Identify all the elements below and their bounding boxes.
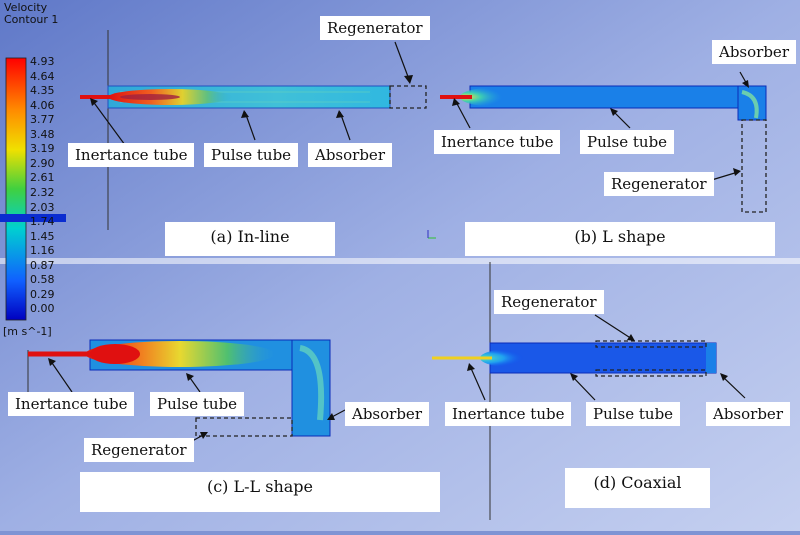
panel-d-geometry <box>432 314 746 401</box>
panel-d-absorber <box>706 343 716 373</box>
panel-c-geometry <box>28 339 346 446</box>
panel-c-label-pulse: Pulse tube <box>150 392 245 416</box>
legend-value: 1.45 <box>30 229 55 243</box>
panel-divider-horizontal <box>0 258 800 264</box>
panel-a-geometry <box>80 41 427 146</box>
panel-b-label-inertance: Inertance tube <box>434 130 561 154</box>
legend-value: 0.58 <box>30 273 55 287</box>
panel-d-label-inertance: Inertance tube <box>445 402 572 426</box>
panel-c-caption: (c) L-L shape <box>80 472 440 512</box>
legend-value: 2.03 <box>30 200 55 214</box>
legend-unit: [m s^-1] <box>3 325 52 338</box>
panel-a-label-inertance: Inertance tube <box>68 143 195 167</box>
panel-a-label-pulse: Pulse tube <box>204 143 299 167</box>
panel-a-regenerator-box <box>389 85 427 109</box>
legend-value: 4.35 <box>30 84 55 98</box>
legend-value: 2.32 <box>30 185 55 199</box>
panel-d-label-pulse: Pulse tube <box>586 402 681 426</box>
legend-value: 0.87 <box>30 258 55 272</box>
legend-title: Velocity Contour 1 <box>4 2 58 26</box>
panel-b-label-pulse: Pulse tube <box>580 130 675 154</box>
panel-c-regenerator-box <box>195 417 293 437</box>
panel-d-regenerator-bottom <box>595 369 707 377</box>
colorbar <box>5 57 27 321</box>
legend-value: 1.74 <box>30 215 55 229</box>
legend-title-line1: Velocity <box>4 1 48 14</box>
legend-value: 4.06 <box>30 98 55 112</box>
panel-b-regenerator-box <box>741 119 767 213</box>
panel-b-label-regenerator: Regenerator <box>604 172 714 196</box>
panel-d-label-absorber: Absorber <box>706 402 790 426</box>
legend-value: 3.48 <box>30 127 55 141</box>
legend-value: 3.77 <box>30 113 55 127</box>
panel-c-label-absorber: Absorber <box>345 402 429 426</box>
panel-b-caption: (b) L shape <box>465 222 775 256</box>
legend-value: 4.64 <box>30 69 55 83</box>
panel-d-label-regenerator: Regenerator <box>494 290 604 314</box>
panel-c-label-regenerator: Regenerator <box>84 438 194 462</box>
legend-value: 4.93 <box>30 55 55 68</box>
panel-b-label-absorber: Absorber <box>712 40 796 64</box>
legend-value: 2.61 <box>30 171 55 185</box>
panel-c-label-inertance: Inertance tube <box>8 392 135 416</box>
panel-d-regenerator-top <box>595 340 707 348</box>
legend-value: 3.19 <box>30 142 55 156</box>
legend-title-line2: Contour 1 <box>4 13 59 26</box>
legend-value: 0.00 <box>30 302 55 316</box>
panel-a-label-absorber: Absorber <box>308 143 392 167</box>
legend-value: 1.16 <box>30 244 55 258</box>
legend-value: 2.90 <box>30 156 55 170</box>
panel-a-caption: (a) In-line <box>165 222 335 256</box>
colorbar-highlight <box>0 214 66 222</box>
legend-value: 0.29 <box>30 287 55 301</box>
panel-b-geometry <box>427 71 767 239</box>
panel-a-label-regenerator: Regenerator <box>320 16 430 40</box>
panel-d-caption: (d) Coaxial <box>565 468 710 508</box>
